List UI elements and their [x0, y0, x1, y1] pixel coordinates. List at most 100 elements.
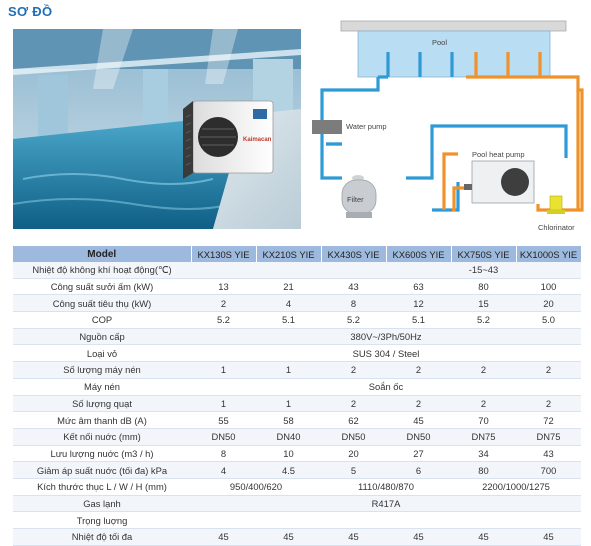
cell-value: 72: [516, 411, 581, 429]
cell-value: 1: [256, 395, 321, 413]
cell-value: -15~43: [451, 262, 516, 279]
cell-value: 700: [516, 461, 581, 479]
cell-value: 20: [516, 294, 581, 313]
heat-pump-label: Pool heat pump: [472, 150, 525, 159]
cell-value: 4: [256, 294, 321, 313]
table-row: Kết nối nuớc (mm) DN50 DN40 DN50 DN50 DN…: [13, 428, 581, 446]
row-label: Trọng luợng: [13, 511, 191, 529]
cell-value: 5: [321, 461, 386, 479]
table-row: Nguồn cấp 380V~/3Ph/50Hz: [13, 328, 581, 346]
model-col: KX130S YIE: [191, 246, 257, 262]
pool-photo: Kaimacan: [13, 29, 301, 229]
cell-value: 2: [451, 395, 516, 413]
row-label: Giảm áp suất nuớc (tối đa) kPa: [13, 461, 191, 479]
water-pump-label: Water pump: [346, 122, 387, 131]
cell-value: 5.1: [386, 311, 451, 329]
table-row: Gas lạnh R417A: [13, 495, 581, 513]
cell-value: 10: [256, 445, 321, 463]
piping-diagram: Pool Water pump: [306, 18, 591, 236]
cell-value: 20: [321, 445, 386, 463]
row-label: Gas lạnh: [13, 495, 191, 513]
cell-value: 4.5: [256, 461, 321, 479]
chlorinator-label: Chlorinator: [538, 223, 575, 232]
cell-value: DN50: [386, 428, 451, 446]
cell-value: 2: [321, 361, 386, 379]
cell-value: [191, 511, 581, 529]
cell-value: 58: [256, 411, 321, 429]
table-row: Loại vỏ SUS 304 / Steel: [13, 344, 581, 363]
table-row: Nhiệt độ không khí hoạt động(℃) -15~43: [13, 262, 581, 279]
cell-value: 63: [386, 278, 451, 296]
row-label: Máy nén: [13, 378, 191, 396]
cell-value: 62: [321, 411, 386, 429]
brand-logo: Kaimacan: [243, 137, 272, 143]
table-row: Máy nén Soắn ốc: [13, 378, 581, 396]
cell-value: 2: [451, 361, 516, 379]
cell-value: 2: [386, 395, 451, 413]
cell-value: 34: [451, 445, 516, 463]
cell-value: 45: [516, 528, 581, 546]
cell-value: 2: [516, 395, 581, 413]
cell-value: DN50: [321, 428, 386, 446]
cell-value: Soắn ốc: [191, 378, 581, 396]
table-row: Kích thước thục L / W / H (mm) 950/400/6…: [13, 478, 581, 496]
row-label: COP: [13, 311, 191, 329]
cell-value: 6: [386, 461, 451, 479]
cell-value: 8: [321, 294, 386, 313]
section-heading: SƠ ĐỒ: [8, 4, 53, 19]
cell-value: 45: [256, 528, 321, 546]
cell-value: 2200/1000/1275: [451, 478, 581, 496]
row-label: Số lượng máy nén: [13, 361, 191, 379]
cell-value: 27: [386, 445, 451, 463]
cell-value: DN75: [451, 428, 516, 446]
cell-value: 43: [321, 278, 386, 296]
table-row: COP 5.2 5.1 5.2 5.1 5.2 5.0: [13, 311, 581, 329]
cell-value: 8: [191, 445, 256, 463]
cell-value: 2: [516, 361, 581, 379]
table-row: Nhiệt độ tối đa 45 45 45 45 45 45: [13, 528, 581, 546]
cell-value: 45: [386, 411, 451, 429]
spec-table: Model KX130S YIE KX210S YIE KX430S YIE K…: [13, 246, 582, 546]
row-label: Lưu lượng nuớc (m3 / h): [13, 445, 191, 463]
cell-value: 43: [516, 445, 581, 463]
cell-value: 12: [386, 294, 451, 313]
model-col: KX1000S YIE: [516, 246, 582, 262]
model-col: KX210S YIE: [256, 246, 322, 262]
cell-value: 21: [256, 278, 321, 296]
cell-value: 70: [451, 411, 516, 429]
cell-value: DN40: [256, 428, 321, 446]
model-col: KX750S YIE: [451, 246, 517, 262]
cell-value: 1110/480/870: [321, 478, 451, 496]
cell-value: 2: [386, 361, 451, 379]
cell-value: SUS 304 / Steel: [191, 344, 581, 363]
cell-value: 380V~/3Ph/50Hz: [191, 328, 581, 346]
row-label: Loại vỏ: [13, 344, 191, 363]
cell-value: 5.2: [451, 311, 516, 329]
cell-value: 5.2: [321, 311, 386, 329]
row-label: Nhiệt độ tối đa: [13, 528, 191, 546]
table-row: Lưu lượng nuớc (m3 / h) 8 10 20 27 34 43: [13, 445, 581, 463]
cell-value: 13: [191, 278, 256, 296]
cell-value: 2: [321, 395, 386, 413]
cell-value: 5.1: [256, 311, 321, 329]
model-col: KX600S YIE: [386, 246, 452, 262]
row-label: Công suất tiêu thụ (kW): [13, 294, 191, 313]
model-header: Model: [13, 246, 192, 262]
cell-value: 80: [451, 461, 516, 479]
cell-value: 5.2: [191, 311, 256, 329]
cell-value: 5.0: [516, 311, 581, 329]
table-header-row: Model KX130S YIE KX210S YIE KX430S YIE K…: [13, 246, 582, 262]
row-label: Kích thước thục L / W / H (mm): [13, 478, 191, 496]
cell-value: 55: [191, 411, 256, 429]
filter-label: Filter: [347, 195, 364, 204]
pool-label: Pool: [432, 38, 447, 47]
table-row: Giảm áp suất nuớc (tối đa) kPa 4 4.5 5 6…: [13, 461, 581, 479]
cell-value: DN75: [516, 428, 581, 446]
model-col: KX430S YIE: [321, 246, 387, 262]
cell-value: DN50: [191, 428, 256, 446]
cell-value: 45: [386, 528, 451, 546]
cell-value: 100: [516, 278, 581, 296]
cell-value: 1: [191, 395, 256, 413]
table-row: Mức âm thanh dB (A) 55 58 62 45 70 72: [13, 411, 581, 429]
cell-value: 1: [256, 361, 321, 379]
